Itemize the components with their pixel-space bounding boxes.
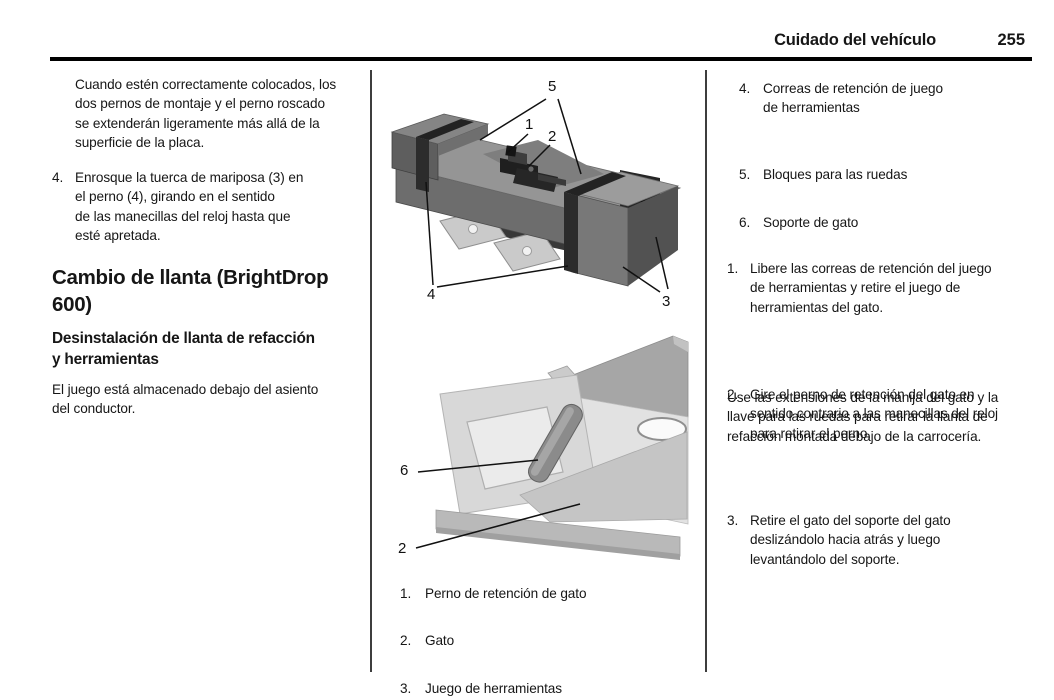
- list-item-text: Perno de retención de gato: [425, 586, 587, 601]
- list-item-text: Bloques para las ruedas: [763, 166, 908, 182]
- tool-kit-illustration: [390, 98, 682, 293]
- left-column: Cuando estén correctamente colocados, lo…: [52, 72, 357, 416]
- list-item-text: Soporte de gato: [763, 214, 859, 230]
- right-strap: [564, 172, 626, 274]
- list-item-number: 5.: [739, 166, 751, 182]
- list-item: 3. Retire el gato del soporte del gato d…: [727, 511, 1040, 569]
- figure-legend: 1. Perno de retención de gato 2. Gato 3.…: [390, 578, 695, 696]
- list-item-number: 3.: [400, 680, 412, 696]
- list-item-text: Enrosque la tuerca de mariposa (3) en el…: [75, 170, 304, 243]
- header-section-title: Cuidado del vehículo: [774, 31, 936, 49]
- paragraph: Use las extensiones de la manija del gat…: [727, 390, 999, 444]
- paragraph-continuation: Cuando estén correctamente colocados, lo…: [75, 77, 337, 150]
- subsection-heading: Desinstalación de llanta de refacción y …: [52, 330, 315, 368]
- paragraph: El juego está almacenado debajo del asie…: [52, 382, 319, 417]
- list-item-text: Gato: [425, 633, 455, 649]
- column-divider-right: [705, 70, 707, 672]
- list-item: 2. Gire el perno de retención del gato e…: [727, 385, 1040, 443]
- callout-label-1: 1: [525, 116, 534, 133]
- callout-label-4: 4: [427, 286, 436, 303]
- base-plate: [435, 509, 681, 560]
- list-item-number: 1.: [400, 586, 412, 601]
- callout-label-5: 5: [548, 78, 557, 95]
- column-divider-left: [370, 70, 372, 672]
- list-item: 4. Enrosque la tuerca de mariposa (3) en…: [52, 168, 357, 245]
- leader-lines: [415, 459, 581, 549]
- list-item: 2. Gato: [390, 631, 725, 650]
- callout-label-3: 3: [662, 293, 671, 310]
- jack-mechanism: [500, 145, 566, 192]
- jack-support-illustration: [415, 335, 689, 560]
- list-item: 5. Bloques para las ruedas: [727, 165, 1029, 184]
- list-item-text: Libere las correas de retención del jueg…: [750, 261, 992, 315]
- callout-label-2: 2: [398, 540, 407, 557]
- list-item-number: 6.: [739, 214, 751, 230]
- right-column: 4. Correas de retención de juego de herr…: [727, 72, 1029, 567]
- callout-label-2: 2: [548, 128, 557, 145]
- page-number: 255: [997, 31, 1025, 49]
- right-block: [569, 171, 680, 287]
- list-item-number: 2.: [727, 387, 739, 403]
- callout-label-6: 6: [400, 462, 409, 479]
- leader-lines: [425, 98, 669, 293]
- list-item-number: 4.: [739, 81, 751, 96]
- list-item-number: 3.: [727, 512, 739, 528]
- list-item-number: 2.: [400, 633, 412, 649]
- header-rule: [50, 57, 1032, 61]
- list-item-text: Retire el gato del soporte del gato desl…: [750, 512, 951, 567]
- left-strap: [416, 119, 474, 192]
- list-item-number: 4.: [52, 170, 64, 185]
- list-item-text: Juego de herramientas: [425, 680, 562, 696]
- list-item: 6. Soporte de gato: [727, 213, 1029, 232]
- list-item-text: Gire el perno de retención del gato en s…: [750, 387, 998, 441]
- list-item-text: Correas de retención de juego de herrami…: [763, 81, 943, 116]
- section-heading: Cambio de llanta (BrightDrop 600): [52, 266, 329, 316]
- jack-handle: [528, 403, 583, 483]
- list-item: 3. Juego de herramientas: [390, 679, 725, 698]
- gusset: [519, 431, 688, 523]
- mounting-brackets: [439, 208, 561, 272]
- list-item: 1. Libere las correas de retención del j…: [727, 259, 1040, 317]
- figure-tool-kit-stowed: 5 1 2 4 3: [388, 74, 698, 324]
- list-item-number: 1.: [727, 261, 739, 277]
- figure-jack-support: 6 2: [390, 332, 700, 572]
- list-item: 1. Perno de retención de gato: [390, 584, 725, 603]
- list-item: 4. Correas de retención de juego de herr…: [727, 79, 1029, 118]
